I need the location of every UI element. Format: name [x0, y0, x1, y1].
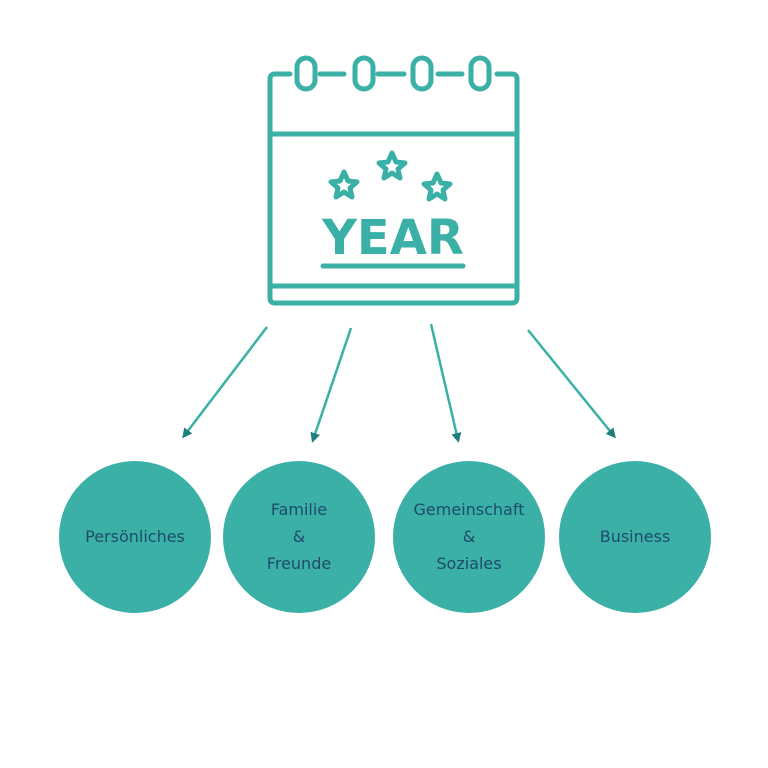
arrow-to-familie-freunde — [310, 327, 353, 443]
node-label-persoenliches: Persönliches — [59, 523, 211, 550]
calendar-caption: YEAR — [321, 210, 464, 266]
star-icon — [421, 171, 453, 202]
node-circle-persoenliches — [59, 461, 211, 613]
node-label-business: Business — [559, 523, 711, 550]
node-label-line: & — [292, 527, 306, 546]
node-label-line: Gemeinschaft — [413, 500, 525, 519]
node-label-line: & — [462, 527, 476, 546]
arrow-to-gemeinschaft-soziales — [429, 323, 462, 443]
node-label-line: Business — [599, 527, 671, 546]
node-label-line: Persönliches — [85, 527, 185, 546]
node-label-line: Freunde — [266, 554, 332, 573]
arrow-to-business — [527, 329, 616, 439]
node-label-familie-freunde: Familie & Freunde — [223, 496, 375, 577]
node-label-line: Familie — [270, 500, 328, 519]
node-label-gemeinschaft-soziales: Gemeinschaft & Soziales — [393, 496, 545, 577]
node-label-line: Soziales — [436, 554, 502, 573]
calendar-year-icon — [267, 55, 520, 306]
arrow-to-persoenliches — [182, 326, 268, 439]
node-circle-familie-freunde — [223, 461, 375, 613]
node-circle-gemeinschaft-soziales — [393, 461, 545, 613]
node-circle-business — [559, 461, 711, 613]
star-icon — [376, 150, 408, 181]
star-icon — [328, 169, 360, 200]
